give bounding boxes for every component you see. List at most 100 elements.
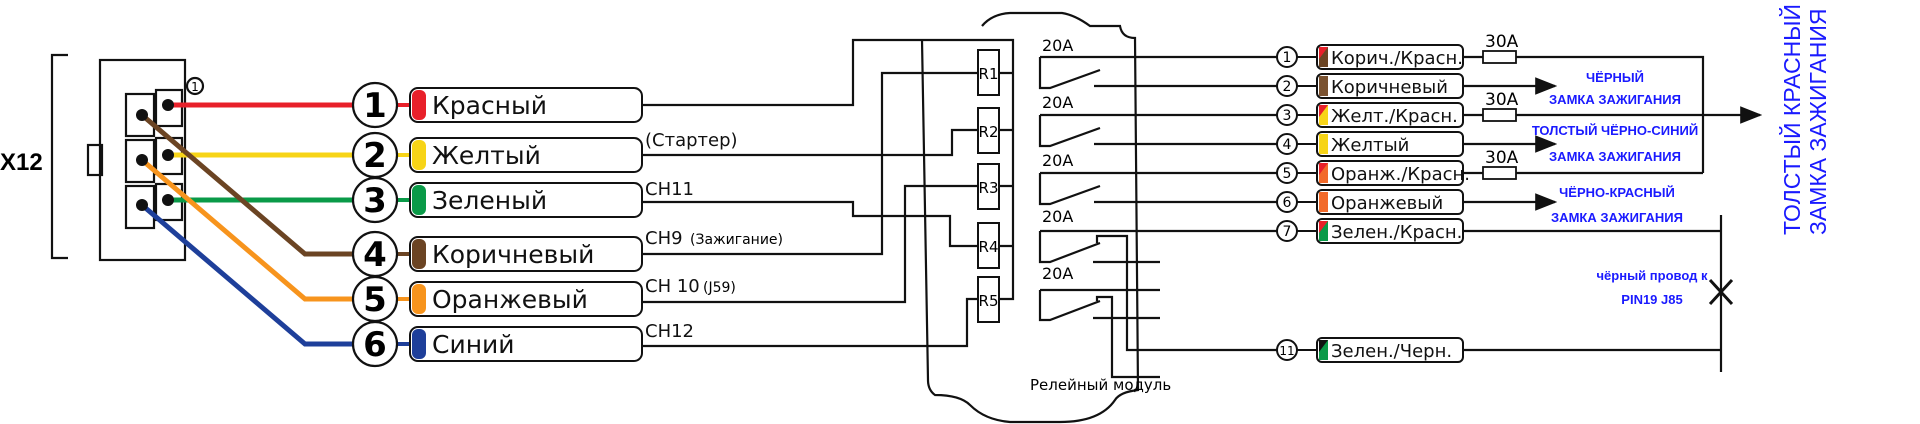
- pin-number: 7: [1283, 224, 1292, 240]
- channel-ch9: CH9: [645, 228, 683, 249]
- relay-coil-R1: [977, 49, 1000, 96]
- pin-number: 1: [363, 86, 387, 126]
- wire-label: Желтый: [1331, 135, 1409, 156]
- color-swatch: [412, 239, 426, 269]
- pin-number-circle: [1276, 75, 1298, 97]
- pin-dot: [162, 149, 174, 161]
- fuse-icon: [1482, 50, 1517, 64]
- pin-dot: [136, 154, 148, 166]
- wire-label: Желтый: [432, 141, 541, 170]
- pin-number: 3: [363, 181, 387, 221]
- wire-row-5: 5 Оранжевый: [136, 154, 643, 323]
- pin-number: 4: [1283, 137, 1292, 153]
- wire-label: Коричневый: [1331, 77, 1448, 98]
- wire-label-box: [409, 326, 643, 362]
- relay-coil-R3: [977, 163, 1000, 210]
- wire-label: Зелен./Черн.: [1331, 341, 1452, 362]
- wire-label: Оранж./Красн.: [1331, 164, 1470, 185]
- wire: [140, 113, 353, 257]
- relay-rating: 20A: [1042, 36, 1073, 55]
- relay-rating: 20A: [1042, 151, 1073, 170]
- pin-number: 3: [1283, 108, 1292, 124]
- relay-label: R2: [979, 123, 999, 141]
- wire-label-box: [409, 281, 643, 317]
- pin-number: 6: [1283, 195, 1292, 211]
- channel-ch11: CH11: [645, 179, 694, 200]
- wire-label: Корич./Красн.: [1331, 48, 1463, 69]
- wire: [140, 158, 353, 302]
- color-swatch: [412, 90, 426, 120]
- pin-number: 11: [1279, 344, 1294, 358]
- channel-starter: (Стартер): [645, 130, 738, 151]
- connector-name: X12: [0, 149, 43, 176]
- note-thick-red: ТОЛСТЫЙ КРАСНЫЙ: [1778, 4, 1805, 235]
- relay-coil-R4: [977, 222, 1000, 269]
- wire-label: Желт./Красн.: [1331, 106, 1458, 127]
- wire-label: Оранжевый: [432, 285, 588, 314]
- pin-number: 4: [363, 235, 387, 275]
- note-black-red-2: ЗАМКА ЗАЖИГАНИЯ: [1551, 210, 1683, 225]
- wire-label-box: [409, 182, 643, 218]
- wire-label: Зеленый: [432, 186, 547, 215]
- note-black-2: ЗАМКА ЗАЖИГАНИЯ: [1549, 92, 1681, 107]
- relay-coil-R5: [977, 276, 1000, 323]
- wire-label: Красный: [432, 91, 547, 120]
- note-black-blue-2: ЗАМКА ЗАЖИГАНИЯ: [1549, 149, 1681, 164]
- pin-number-circle: [1276, 104, 1298, 126]
- fuse-rating: 30A: [1485, 90, 1519, 110]
- pin-number-circle: [1276, 133, 1298, 155]
- note-black-red: ЧЁРНО-КРАСНЫЙ: [1559, 185, 1675, 200]
- relay-rating: 20A: [1042, 93, 1073, 112]
- pin-number: 6: [363, 325, 387, 365]
- color-swatch: [412, 284, 426, 314]
- pin-number-circle: [1276, 162, 1298, 184]
- relay-label: R4: [979, 238, 999, 256]
- color-swatch: [412, 140, 426, 170]
- pin-dot: [162, 99, 174, 111]
- wire-row-4: 4 Коричневый: [136, 109, 643, 278]
- channel-ch10: CH 10: [645, 276, 700, 297]
- pin-number: 5: [1283, 166, 1292, 182]
- pin-number-circle: [351, 320, 399, 368]
- note-thick-red-2: ЗАМКА ЗАЖИГАНИЯ: [1805, 8, 1831, 235]
- wire-row-6: 6 Синий: [136, 199, 643, 368]
- relay-label: R3: [979, 179, 999, 197]
- pin-number-circle: [351, 176, 399, 224]
- relay-rating: 20A: [1042, 207, 1073, 226]
- note-pin19: чёрный провод к: [1597, 268, 1708, 283]
- color-swatch: [412, 185, 426, 215]
- pin-number-circle: [1276, 191, 1298, 213]
- wire-label: Оранжевый: [1331, 193, 1443, 214]
- pin-number: 2: [363, 136, 387, 176]
- pin-number: 2: [1283, 79, 1292, 95]
- channel-ch12: CH12: [645, 321, 694, 342]
- module-label: Релейный модуль: [1030, 376, 1171, 394]
- pin-number-circle: [351, 81, 399, 129]
- output-row-7: 7 Зелен./Красн.: [1276, 218, 1464, 244]
- output-row-3: 3 Желт./Красн.: [1276, 102, 1464, 128]
- wire: [140, 203, 353, 347]
- relay-rating: 20A: [1042, 264, 1073, 283]
- pin-number-circle: [1276, 220, 1298, 242]
- pin-number-circle: [1276, 339, 1298, 361]
- output-row-2: 2 Коричневый: [1276, 73, 1464, 99]
- output-row-6: 6 Оранжевый: [1276, 189, 1464, 215]
- relay-label: R5: [979, 292, 999, 310]
- pin-number: 5: [363, 280, 387, 320]
- cut-x-icon: [1708, 278, 1734, 306]
- output-row-4: 4 Желтый: [1276, 131, 1464, 157]
- wire-row-3: 3 Зеленый: [162, 176, 643, 224]
- relay-label: R1: [979, 65, 999, 83]
- wire-label: Синий: [432, 330, 515, 359]
- control-wires: (Стартер) CH11 CH9 (Зажигание) CH 10 (J5…: [642, 38, 1015, 348]
- pin-dot: [136, 199, 148, 211]
- wire-row-2: 2 Желтый: [162, 131, 643, 179]
- pin1-mark: 1: [191, 80, 199, 94]
- channel-j59: (J59): [703, 280, 736, 296]
- fuse-icon: [1482, 166, 1517, 180]
- pin-dot: [162, 194, 174, 206]
- wire-label: Зелен./Красн.: [1331, 222, 1462, 243]
- fuse-icon: [1482, 108, 1517, 122]
- output-row-11: 11 Зелен./Черн.: [1276, 337, 1464, 363]
- wire-label: Коричневый: [432, 240, 594, 269]
